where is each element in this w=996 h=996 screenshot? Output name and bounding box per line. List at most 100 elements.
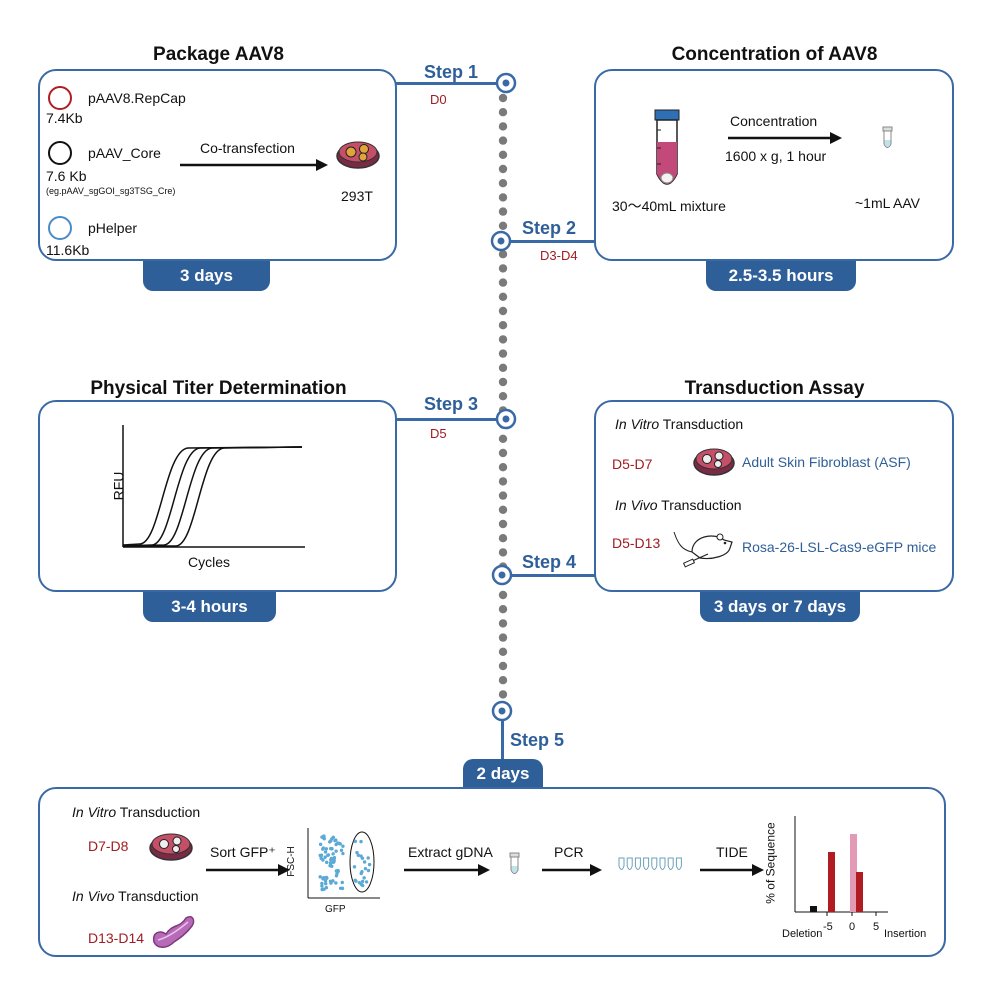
timeline-dot bbox=[498, 250, 508, 259]
facs-dot bbox=[325, 860, 329, 865]
pcr-label: PCR bbox=[554, 844, 584, 860]
timeline-dot bbox=[498, 491, 508, 500]
transduction-invitro-heading: In Vitro Transduction bbox=[615, 416, 744, 432]
transduction-invitro-days: D5-D7 bbox=[612, 456, 653, 472]
analysis-invitro-heading: In Vitro Transduction bbox=[72, 804, 201, 820]
facs-dot bbox=[338, 886, 343, 890]
facs-dot bbox=[360, 879, 365, 884]
timeline-dot bbox=[498, 179, 508, 188]
extract-arrow bbox=[404, 864, 490, 876]
facs-dot bbox=[360, 856, 365, 860]
pcr-tube bbox=[651, 857, 658, 870]
facs-dot bbox=[324, 885, 329, 890]
timeline-dot bbox=[498, 349, 508, 358]
facs-dot bbox=[359, 839, 363, 844]
timeline-dot bbox=[498, 619, 508, 628]
titer-ylabel: RFU bbox=[110, 471, 127, 501]
package-duration: 3 days bbox=[143, 261, 270, 291]
timeline-dot bbox=[498, 448, 508, 458]
tide-xtick-label: -5 bbox=[823, 921, 833, 933]
timeline-dot bbox=[498, 221, 508, 230]
timeline-dot bbox=[498, 519, 508, 529]
transduction-invivo-heading: In Vivo Transduction bbox=[615, 497, 742, 513]
tide-left-label: Deletion bbox=[782, 928, 823, 940]
dish-icon bbox=[336, 141, 380, 169]
facs-dot bbox=[352, 865, 357, 869]
mouse-icon bbox=[673, 531, 733, 568]
titer-title: Physical Titer Determination bbox=[90, 378, 347, 399]
plasmid2-size: 7.6 Kb bbox=[46, 168, 87, 184]
plasmid2-example: (eg.pAAV_sgGOI_sg3TSG_Cre) bbox=[46, 186, 176, 196]
facs-dot bbox=[334, 881, 338, 885]
tide-bar bbox=[850, 834, 857, 912]
step4-label: Step 4 bbox=[522, 552, 577, 572]
package-title: Package AAV8 bbox=[153, 44, 284, 65]
timeline-dot bbox=[498, 590, 508, 600]
plasmid1-size: 7.4Kb bbox=[46, 110, 83, 126]
facs-dot bbox=[322, 834, 326, 838]
step2-label: Step 2 bbox=[522, 218, 577, 238]
tube-icon bbox=[654, 109, 680, 185]
facs-dot bbox=[318, 875, 322, 879]
timeline-dot bbox=[498, 321, 508, 330]
facs-dot bbox=[334, 849, 338, 853]
step3-label: Step 3 bbox=[424, 394, 479, 414]
concentration-title: Concentration of AAV8 bbox=[671, 44, 878, 65]
facs-dot bbox=[336, 868, 340, 873]
timeline-dot bbox=[498, 534, 508, 543]
facs-dot bbox=[324, 882, 328, 886]
facs-dot bbox=[329, 856, 334, 861]
tide-xtick-label: 0 bbox=[849, 921, 856, 933]
facs-dot bbox=[326, 853, 330, 858]
sort-arrow bbox=[206, 864, 290, 876]
timeline-dot bbox=[498, 363, 508, 372]
timeline-dot bbox=[498, 463, 508, 472]
plasmid1-icon bbox=[48, 86, 72, 110]
facs-xlabel: GFP bbox=[325, 904, 346, 915]
transduction-invitro-target: Adult Skin Fibroblast (ASF) bbox=[742, 454, 911, 470]
facs-dot bbox=[321, 846, 325, 850]
analysis-invivo-heading: In Vivo Transduction bbox=[72, 888, 199, 904]
cell-line-label: 293T bbox=[341, 188, 373, 204]
facs-dot bbox=[354, 879, 358, 883]
timeline-dot bbox=[498, 278, 508, 287]
analysis-duration: 2 days bbox=[463, 759, 543, 789]
plasmid1-name: pAAV8.RepCap bbox=[88, 90, 186, 106]
facs-dot bbox=[366, 868, 371, 873]
pcr-tube bbox=[643, 857, 650, 870]
timeline-dot bbox=[498, 193, 508, 202]
dish-icon bbox=[149, 833, 193, 861]
timeline-dot bbox=[498, 633, 508, 642]
facs-dot bbox=[339, 848, 344, 852]
timeline-dot bbox=[498, 377, 508, 387]
facs-dot bbox=[366, 856, 370, 860]
facs-dot bbox=[333, 838, 337, 843]
facs-dot bbox=[331, 879, 335, 883]
plasmid3-name: pHelper bbox=[88, 220, 138, 236]
tide-bar bbox=[856, 872, 863, 912]
timeline-dot bbox=[498, 150, 508, 159]
plasmid2-name: pAAV_Core bbox=[88, 145, 161, 161]
facs-dot bbox=[362, 876, 366, 880]
transduction-title: Transduction Assay bbox=[684, 378, 865, 399]
tide-ylabel: % of Sequence bbox=[763, 822, 778, 904]
extract-label: Extract gDNA bbox=[408, 844, 493, 860]
tide-bar-chart bbox=[794, 816, 888, 916]
concentration-input: 30～40mL mixture bbox=[612, 198, 726, 214]
concentration-arrow-top: Concentration bbox=[730, 113, 818, 129]
facs-dot bbox=[331, 852, 335, 856]
facs-dot bbox=[341, 851, 345, 856]
facs-dot bbox=[319, 853, 324, 857]
facs-dot bbox=[328, 864, 332, 868]
plasmid3-size: 11.6Kb bbox=[46, 242, 90, 258]
titer-xlabel: Cycles bbox=[188, 554, 231, 570]
timeline-dot bbox=[498, 306, 508, 316]
step2-day: D3-D4 bbox=[540, 248, 578, 263]
facs-dot bbox=[362, 860, 367, 864]
tide-bar bbox=[810, 906, 817, 912]
transduction-invivo-target: Rosa-26-LSL-Cas9-eGFP mice bbox=[742, 539, 937, 555]
timeline-dot bbox=[498, 605, 508, 614]
transduction-duration: 3 days or 7 days bbox=[700, 592, 860, 622]
pcr-tube bbox=[667, 857, 674, 870]
pcr-tube bbox=[659, 857, 666, 870]
